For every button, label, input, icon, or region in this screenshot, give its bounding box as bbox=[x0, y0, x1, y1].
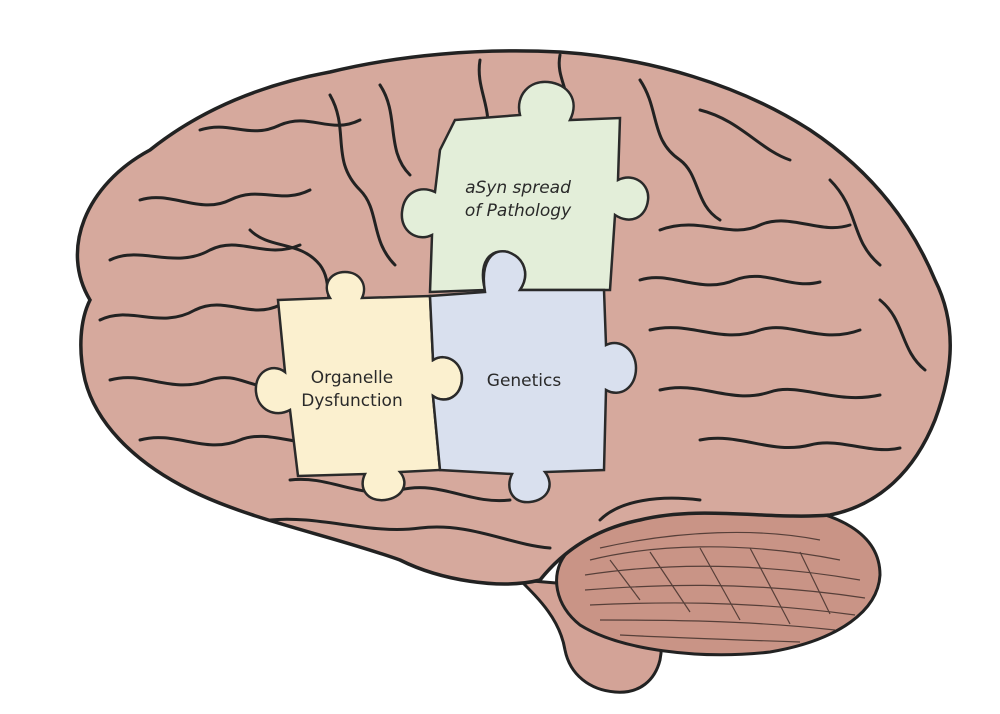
puzzle-piece-genetics bbox=[428, 250, 638, 504]
asyn-label-line-1: aSyn spread bbox=[465, 178, 571, 198]
genetics-label: Genetics bbox=[487, 371, 562, 391]
organelle-label-line-1: Organelle bbox=[311, 368, 393, 388]
organelle-label-line-2: Dysfunction bbox=[301, 391, 402, 411]
asyn-label-line-2: of Pathology bbox=[465, 201, 572, 221]
cerebellum-folia bbox=[584, 531, 866, 643]
